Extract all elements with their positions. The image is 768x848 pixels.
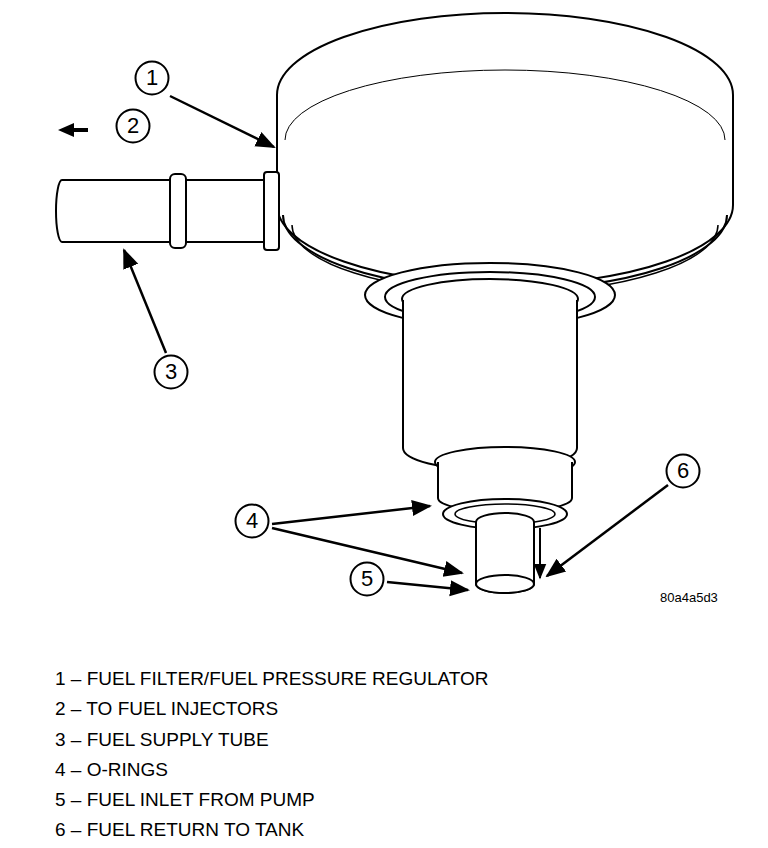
legend-entry: 1 – FUEL FILTER/FUEL PRESSURE REGULATOR [55, 669, 489, 690]
legend-entry: 4 – O-RINGS [55, 760, 168, 781]
legend-entry: 3 – FUEL SUPPLY TUBE [55, 730, 269, 751]
callout-circle: 2 [115, 108, 151, 144]
callout-circle: 3 [153, 354, 189, 390]
callout-number: 2 [127, 115, 139, 137]
legend-entry: 6 – FUEL RETURN TO TANK [55, 820, 304, 841]
legend-entry: 5 – FUEL INLET FROM PUMP [55, 790, 315, 811]
callout-circle-shape [236, 505, 269, 538]
callout-number: 4 [246, 510, 258, 532]
callout-circle-shape [351, 563, 384, 596]
legend-entry: 2 – TO FUEL INJECTORS [55, 699, 278, 720]
callout-circle-shape [667, 455, 700, 488]
callout-circle-shape [136, 62, 169, 95]
figure-code: 80a4a5d3 [660, 591, 718, 605]
callout-circle-shape [155, 356, 188, 389]
callout-circle: 4 [234, 503, 270, 539]
callout-circle: 6 [665, 453, 701, 489]
callout-number: 3 [165, 361, 177, 383]
callout-circle-shape [117, 110, 150, 143]
callout-circle: 5 [349, 561, 385, 597]
callout-circle: 1 [134, 60, 170, 96]
callout-number: 6 [677, 460, 689, 482]
callout-number: 5 [361, 568, 373, 590]
callout-number: 1 [146, 67, 158, 89]
